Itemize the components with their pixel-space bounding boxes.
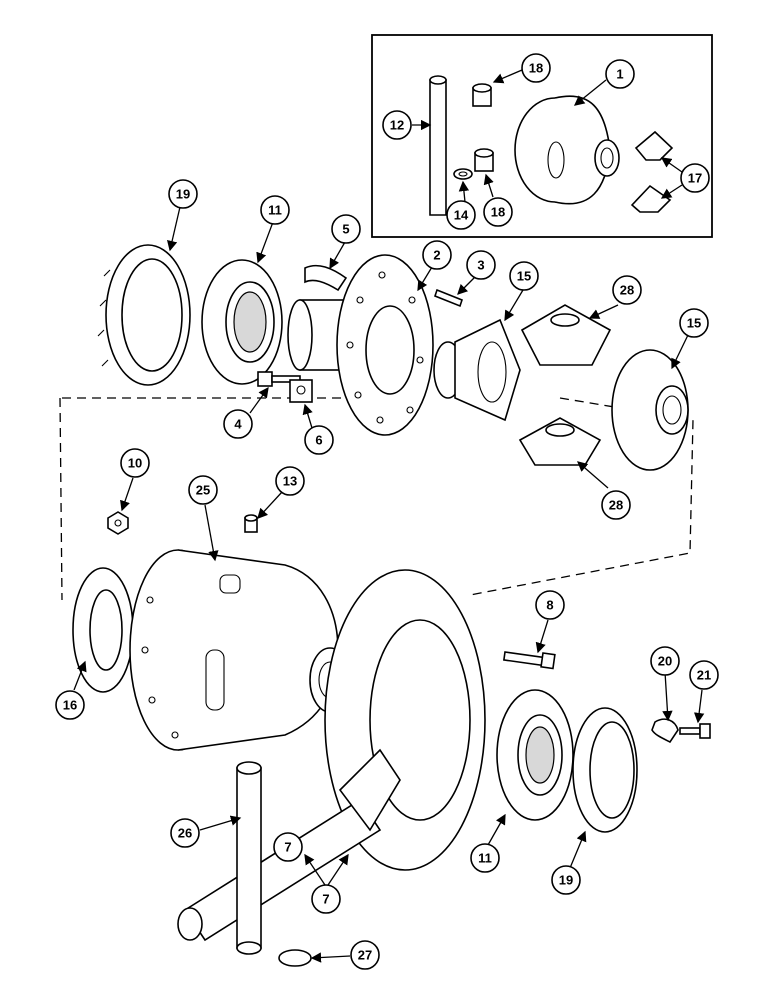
callout-12: 12 [382, 110, 412, 140]
svg-text:19: 19 [176, 187, 190, 202]
callout-18-bottom: 18 [483, 197, 513, 227]
lock-plate-5 [304, 264, 348, 292]
callout-18-top: 18 [521, 53, 551, 83]
callout-28-top: 28 [612, 275, 642, 305]
callout-25: 25 [188, 475, 218, 505]
bearing-adjuster-19-bottom [572, 707, 638, 833]
svg-text:2: 2 [433, 248, 440, 263]
callout-19-top: 19 [168, 179, 198, 209]
svg-text:10: 10 [128, 456, 142, 471]
svg-text:25: 25 [196, 483, 210, 498]
shaft-26 [236, 761, 262, 955]
callout-4: 4 [223, 409, 253, 439]
svg-text:20: 20 [658, 654, 672, 669]
svg-text:13: 13 [283, 474, 297, 489]
nut-10 [107, 511, 129, 535]
pin-13 [244, 514, 258, 533]
svg-text:11: 11 [268, 203, 282, 218]
inset-box [371, 34, 713, 238]
diff-case-1 [514, 95, 620, 205]
bevel-gear-17-top [634, 130, 674, 161]
pin-12 [429, 75, 447, 216]
side-gear-15-left [433, 318, 521, 422]
callout-16: 16 [55, 690, 85, 720]
bolt-4 [257, 371, 301, 387]
pin-3 [434, 288, 463, 308]
svg-text:7: 7 [284, 840, 291, 855]
callout-26: 26 [170, 818, 200, 848]
svg-text:18: 18 [529, 61, 543, 76]
washer-14 [453, 168, 473, 180]
bevel-gear-17-bottom [630, 184, 672, 213]
pinion-gear-28-top [520, 304, 612, 366]
svg-text:14: 14 [454, 208, 469, 223]
leader-lines [73, 69, 705, 963]
bushing-18-bottom [474, 148, 494, 172]
callout-1: 1 [605, 59, 635, 89]
svg-text:18: 18 [491, 205, 505, 220]
callout-8: 8 [535, 590, 565, 620]
bushing-18-top [472, 83, 492, 107]
svg-text:1: 1 [616, 67, 623, 82]
svg-text:27: 27 [358, 948, 372, 963]
svg-text:6: 6 [315, 433, 322, 448]
callout-10: 10 [120, 448, 150, 478]
bearing-adjuster-19 [97, 244, 191, 386]
svg-text:21: 21 [697, 668, 711, 683]
callout-6: 6 [304, 425, 334, 455]
svg-text:4: 4 [234, 417, 242, 432]
svg-text:15: 15 [517, 269, 531, 284]
bearing-11-top [201, 259, 283, 385]
callout-7-left: 7 [273, 832, 303, 862]
snap-ring-27 [278, 949, 312, 967]
callout-2: 2 [422, 240, 452, 270]
callout-7-bottom: 7 [311, 884, 341, 914]
svg-text:28: 28 [609, 498, 623, 513]
callout-19-bottom: 19 [551, 865, 581, 895]
cover-flange-2 [287, 254, 434, 436]
callout-17: 17 [680, 163, 710, 193]
lock-tab-20 [651, 718, 679, 744]
svg-text:17: 17 [688, 171, 702, 186]
lock-tab-6 [289, 379, 313, 403]
svg-text:28: 28 [620, 283, 634, 298]
pinion-shaft-7 [177, 748, 401, 942]
callout-28-bottom: 28 [601, 490, 631, 520]
callout-11-bottom: 11 [470, 843, 500, 873]
callout-13: 13 [275, 466, 305, 496]
svg-text:15: 15 [687, 316, 701, 331]
thrust-washer-16 [72, 567, 134, 693]
callout-3: 3 [466, 250, 496, 280]
callout-15-left: 15 [509, 261, 539, 291]
callout-21: 21 [689, 660, 719, 690]
svg-text:8: 8 [546, 598, 553, 613]
svg-text:11: 11 [478, 851, 492, 866]
callout-20: 20 [650, 646, 680, 676]
bolt-21 [679, 723, 711, 739]
callout-15-right: 15 [679, 308, 709, 338]
diff-housing-25 [129, 549, 351, 751]
pinion-gear-28-bottom [518, 417, 602, 466]
svg-text:3: 3 [477, 258, 484, 273]
callout-11-top: 11 [260, 195, 290, 225]
callout-27: 27 [350, 940, 380, 970]
svg-text:7: 7 [322, 892, 329, 907]
svg-text:19: 19 [559, 873, 573, 888]
side-gear-15-right [611, 349, 689, 471]
svg-text:26: 26 [178, 826, 192, 841]
callout-14: 14 [446, 200, 476, 230]
bolt-8 [502, 651, 556, 670]
svg-text:12: 12 [390, 118, 404, 133]
callout-5: 5 [331, 214, 361, 244]
svg-text:16: 16 [63, 698, 77, 713]
bearing-11-bottom [496, 689, 574, 821]
svg-text:5: 5 [342, 222, 349, 237]
